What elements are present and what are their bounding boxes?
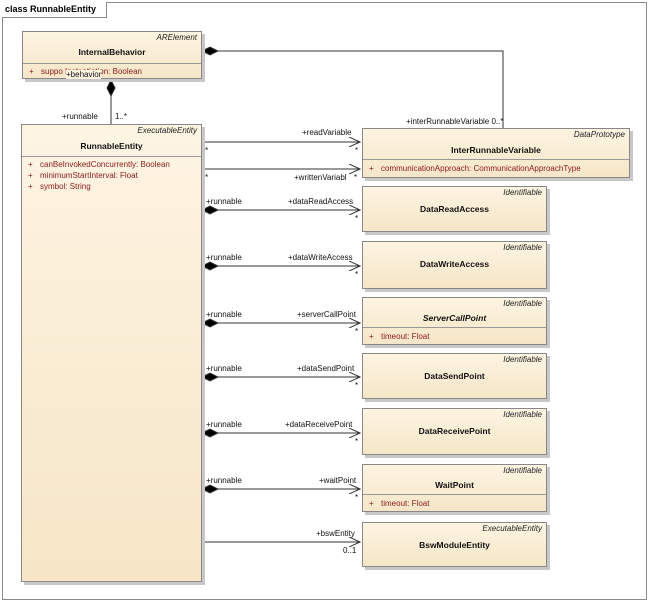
attribute: +canBeInvokedConcurrently: Boolean — [28, 160, 170, 169]
attribute: +symbol: String — [28, 182, 91, 191]
stereotype: ARElement — [156, 33, 197, 42]
label-multiplicity: * — [355, 146, 359, 155]
stereotype: Identifiable — [503, 243, 542, 252]
attribute: +timeout: Float — [369, 332, 430, 341]
class-data-receive-point[interactable]: Identifiable DataReceivePoint — [362, 408, 547, 455]
class-server-call-point[interactable]: Identifiable ServerCallPoint +timeout: F… — [362, 297, 547, 345]
composition-diamond — [106, 78, 116, 98]
label-inter-runnable-variable: +interRunnableVariable 0..* — [406, 117, 504, 126]
label-runnable: +runnable — [206, 253, 242, 262]
stereotype: Identifiable — [503, 299, 542, 308]
class-runnable-entity[interactable]: ExecutableEntity RunnableEntity +canBeIn… — [21, 124, 202, 582]
label-wait-point: +waitPoint — [319, 476, 357, 485]
class-name: DataReadAccess — [420, 204, 489, 214]
stereotype: Identifiable — [503, 466, 542, 475]
label-runnable: +runnable — [206, 364, 242, 373]
composition-diamond — [200, 318, 220, 328]
label-server-call-point: +serverCallPoint — [297, 310, 356, 319]
class-name: ServerCallPoint — [422, 313, 487, 323]
stereotype: DataPrototype — [573, 130, 625, 139]
stereotype: ExecutableEntity — [482, 524, 542, 533]
label-runnable: +runnable — [206, 310, 242, 319]
label-multiplicity: * — [205, 173, 209, 182]
stereotype: Identifiable — [503, 410, 542, 419]
class-data-write-access[interactable]: Identifiable DataWriteAccess — [362, 241, 547, 289]
class-data-read-access[interactable]: Identifiable DataReadAccess — [362, 186, 547, 232]
composition-diamond — [200, 484, 220, 494]
class-inter-runnable-variable[interactable]: DataPrototype InterRunnableVariable +com… — [362, 128, 630, 178]
class-wait-point[interactable]: Identifiable WaitPoint +timeout: Float — [362, 464, 547, 512]
label-behavior: +behavior — [66, 70, 102, 79]
class-internal-behavior[interactable]: ARElement InternalBehavior +suppo Instan… — [22, 31, 202, 79]
label-multiplicity: * — [355, 270, 359, 279]
label-runnable: +runnable — [206, 197, 242, 206]
stereotype: ExecutableEntity — [137, 126, 197, 135]
label-runnable: +runnable — [206, 476, 242, 485]
label-multiplicity: 0..1 — [343, 546, 357, 555]
label-multiplicity: * — [205, 146, 209, 155]
label-multiplicity: * — [355, 437, 359, 446]
class-name: InternalBehavior — [78, 47, 146, 57]
label-multiplicity: * — [355, 214, 359, 223]
label-data-send-point: +dataSendPoint — [297, 364, 355, 373]
composition-diamond — [200, 428, 220, 438]
label-multiplicity: * — [354, 173, 358, 182]
diagram-title: class RunnableEntity — [2, 2, 108, 18]
class-name: RunnableEntity — [80, 141, 143, 151]
class-bsw-module-entity[interactable]: ExecutableEntity BswModuleEntity — [362, 522, 547, 567]
class-name: BswModuleEntity — [419, 540, 490, 550]
composition-diamond — [200, 46, 220, 56]
label-runnable: +runnable — [62, 112, 98, 121]
label-multiplicity: 1..* — [115, 112, 128, 121]
composition-diamond — [200, 372, 220, 382]
label-multiplicity: * — [355, 493, 359, 502]
label-data-receive-point: +dataReceivePoint — [285, 420, 353, 429]
assoc-inter-runnable-variable — [202, 50, 504, 128]
attribute: +communicationApproach: CommunicationApp… — [369, 164, 581, 173]
class-name: DataWriteAccess — [419, 259, 490, 269]
composition-diamond — [200, 205, 220, 215]
class-name: DataReceivePoint — [418, 426, 491, 436]
stereotype: Identifiable — [503, 188, 542, 197]
attribute: +minimumStartInterval: Float — [28, 171, 138, 180]
class-name: InterRunnableVariable — [451, 145, 541, 155]
stereotype: Identifiable — [503, 355, 542, 364]
label-bsw-entity: +bswEntity — [316, 529, 355, 538]
label-data-write-access: +dataWriteAccess — [288, 253, 353, 262]
composition-diamond — [200, 261, 220, 271]
class-name: WaitPoint — [435, 480, 474, 490]
attribute: +timeout: Float — [369, 499, 430, 508]
label-read-variable: +readVariable — [302, 128, 352, 137]
label-written-variable: +writtenVariabl — [294, 173, 347, 182]
label-runnable: +runnable — [206, 420, 242, 429]
class-data-send-point[interactable]: Identifiable DataSendPoint — [362, 353, 547, 399]
label-multiplicity: * — [355, 381, 359, 390]
label-multiplicity: * — [355, 327, 359, 336]
label-data-read-access: +dataReadAccess — [288, 197, 354, 206]
class-name: DataSendPoint — [424, 371, 485, 381]
